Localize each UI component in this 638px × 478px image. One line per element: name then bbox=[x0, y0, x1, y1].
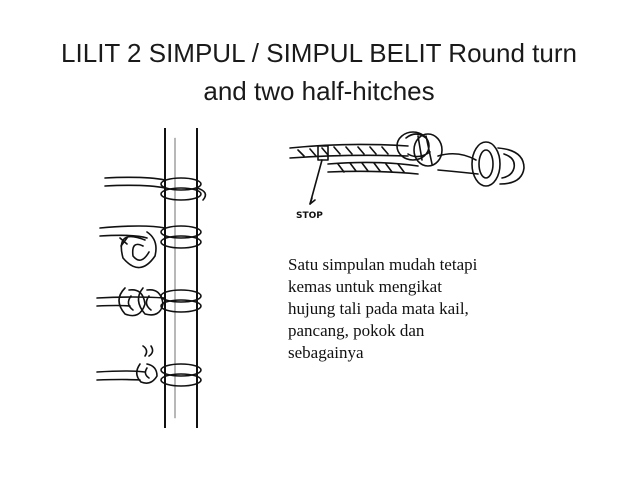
title-line-1: LILIT 2 SIMPUL / SIMPUL BELIT Round turn bbox=[61, 38, 577, 68]
description-line: sebagainya bbox=[288, 343, 364, 362]
rope-through-ring-illustration: STOP bbox=[289, 131, 525, 221]
stop-label: STOP bbox=[296, 211, 323, 221]
description-line: pancang, pokok dan bbox=[288, 321, 425, 340]
description-line: Satu simpulan mudah tetapi bbox=[288, 255, 478, 274]
description-text: Satu simpulan mudah tetapi kemas untuk m… bbox=[288, 254, 568, 364]
title-line-2: and two half-hitches bbox=[203, 76, 435, 106]
slide-title: LILIT 2 SIMPUL / SIMPUL BELIT Round turn… bbox=[20, 34, 618, 110]
round-turn-two-half-hitches-steps-illustration bbox=[96, 128, 207, 428]
description-line: kemas untuk mengikat bbox=[288, 277, 442, 296]
description-line: hujung tali pada mata kail, bbox=[288, 299, 469, 318]
